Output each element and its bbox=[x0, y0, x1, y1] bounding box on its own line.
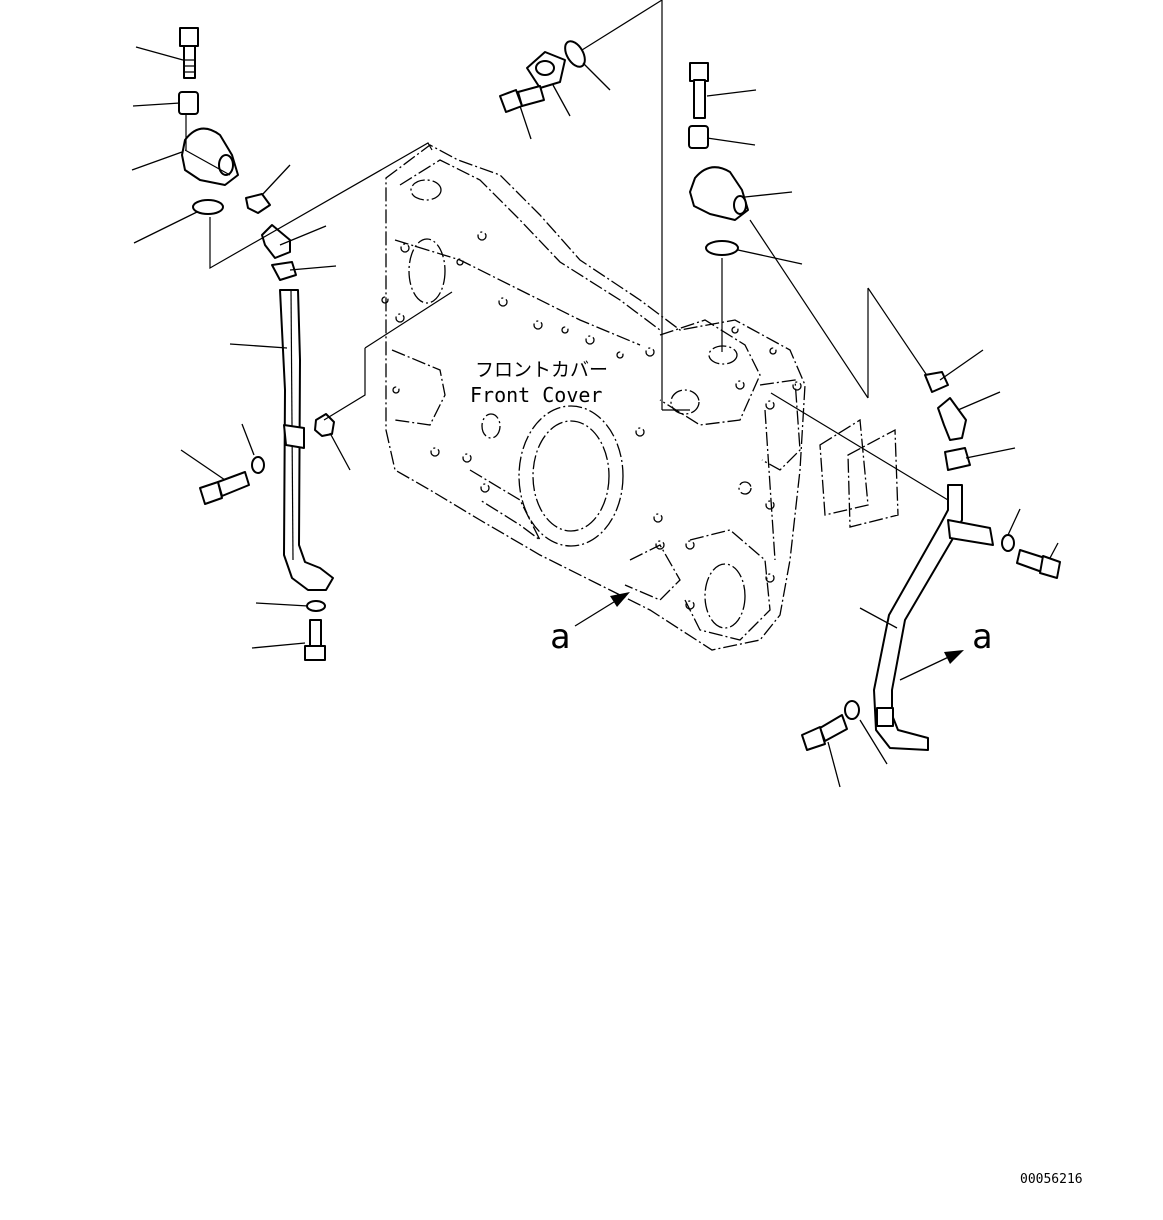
right-breather-assembly bbox=[688, 62, 931, 399]
left-lower-washer bbox=[306, 600, 326, 612]
right-lower-bolt bbox=[801, 714, 848, 751]
left-side-washer bbox=[251, 456, 265, 474]
left-clamp-upper bbox=[245, 193, 271, 214]
cover-label-jp: フロントカバー bbox=[475, 359, 608, 381]
right-side-bolt bbox=[1016, 549, 1061, 579]
left-tube-bracket bbox=[283, 424, 305, 449]
cover-label-en: Front Cover bbox=[470, 383, 602, 407]
right-tube-assembly bbox=[770, 349, 1061, 788]
view-arrow-left: a bbox=[550, 592, 630, 657]
center-flange-group bbox=[499, 0, 690, 411]
left-breather-cap bbox=[181, 127, 239, 186]
right-o-ring bbox=[705, 240, 739, 256]
right-clamp-upper bbox=[924, 371, 949, 393]
right-breather-cap bbox=[689, 166, 749, 221]
figure-number: 00056216 bbox=[1020, 1172, 1083, 1187]
view-marker-left: a bbox=[550, 617, 570, 657]
left-breather-assembly bbox=[131, 27, 453, 661]
right-top-bolt bbox=[689, 62, 709, 119]
view-marker-right: a bbox=[972, 617, 992, 657]
front-cover-outline bbox=[381, 144, 899, 651]
o-ring-top-center bbox=[564, 40, 586, 68]
left-side-bolt bbox=[199, 471, 250, 505]
right-lower-washer bbox=[844, 700, 860, 720]
left-o-ring bbox=[192, 199, 224, 215]
right-hose bbox=[937, 397, 967, 441]
left-top-bolt bbox=[179, 27, 199, 79]
view-arrow-right: a bbox=[899, 617, 992, 681]
left-clamp-lower bbox=[271, 261, 297, 281]
left-hose bbox=[261, 224, 291, 259]
left-spacer bbox=[178, 91, 199, 115]
bolt-top-center bbox=[499, 85, 545, 113]
cover-bolt-holes bbox=[381, 231, 802, 610]
right-tube-bracket bbox=[947, 519, 994, 546]
left-nut bbox=[314, 413, 335, 437]
right-side-washer bbox=[1001, 534, 1015, 552]
right-spacer bbox=[688, 125, 709, 149]
right-clamp-lower bbox=[944, 447, 971, 471]
left-lower-bolt bbox=[304, 619, 326, 661]
